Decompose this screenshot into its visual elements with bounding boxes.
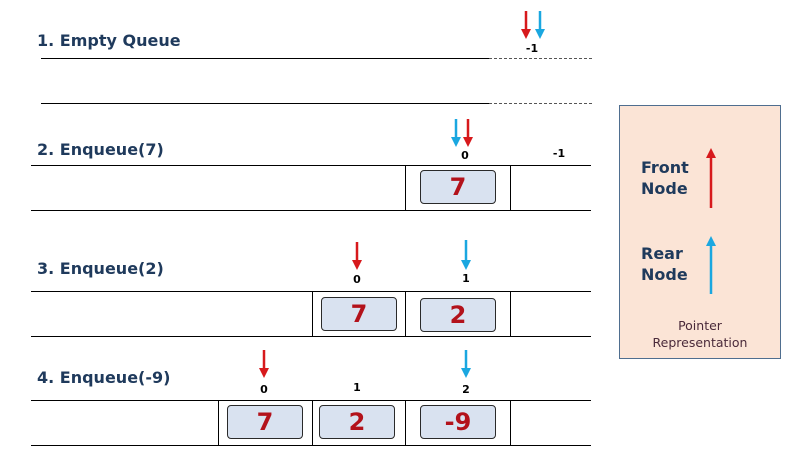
queue-cell-divider xyxy=(405,165,406,210)
queue-cell-divider xyxy=(218,400,219,445)
queue-cell-divider xyxy=(312,400,313,445)
queue-top-border xyxy=(31,165,591,166)
index-label: 0 xyxy=(260,383,268,396)
front-pointer-arrow xyxy=(259,350,269,378)
rear-pointer-arrow xyxy=(535,11,545,39)
queue-top-border xyxy=(41,58,489,59)
step-1-title: 1. Empty Queue xyxy=(37,31,181,50)
index-label: 0 xyxy=(353,273,361,286)
queue-element: 7 xyxy=(420,170,496,204)
queue-cell-divider xyxy=(510,291,511,336)
queue-bottom-border xyxy=(31,445,591,446)
queue-top-border-dashed xyxy=(489,58,592,59)
front-pointer-arrow xyxy=(521,11,531,39)
queue-cell-divider xyxy=(312,291,313,336)
front-pointer-arrow xyxy=(352,242,362,270)
rear-pointer-arrow xyxy=(706,236,716,299)
step-3-title: 3. Enqueue(2) xyxy=(37,259,164,278)
front-pointer-arrow xyxy=(706,148,716,213)
step-2-title: 2. Enqueue(7) xyxy=(37,140,164,159)
queue-cell-divider xyxy=(510,400,511,445)
index-label: 2 xyxy=(462,383,470,396)
queue-top-border xyxy=(31,400,591,401)
rear-pointer-arrow xyxy=(461,350,471,378)
rear-node-label: Rear Node xyxy=(641,244,688,284)
queue-cell-divider xyxy=(405,291,406,336)
queue-cell-divider xyxy=(405,400,406,445)
step-4-title: 4. Enqueue(-9) xyxy=(37,368,171,387)
queue-element: 7 xyxy=(227,405,303,439)
queue-cell-divider xyxy=(510,165,511,210)
queue-top-border xyxy=(31,291,591,292)
index-label: -1 xyxy=(525,42,539,55)
queue-element: 7 xyxy=(321,297,397,331)
queue-element: -9 xyxy=(420,405,496,439)
index-label: 1 xyxy=(353,381,361,394)
front-pointer-arrow xyxy=(463,119,473,147)
queue-bottom-border-dashed xyxy=(489,103,592,104)
legend-caption: Pointer Representation xyxy=(652,318,748,350)
front-node-label: Front Node xyxy=(641,158,689,198)
index-label: 1 xyxy=(462,272,470,285)
rear-pointer-arrow xyxy=(451,119,461,147)
queue-element: 2 xyxy=(420,298,496,332)
index-label: -1 xyxy=(552,147,566,160)
pointer-legend: Front Node Rear Node Pointer Representat… xyxy=(619,105,781,359)
index-label: 0 xyxy=(461,149,469,162)
queue-element: 2 xyxy=(319,405,395,439)
queue-bottom-border xyxy=(41,103,489,104)
rear-pointer-arrow xyxy=(461,240,471,270)
queue-bottom-border xyxy=(31,210,591,211)
queue-bottom-border xyxy=(31,336,591,337)
